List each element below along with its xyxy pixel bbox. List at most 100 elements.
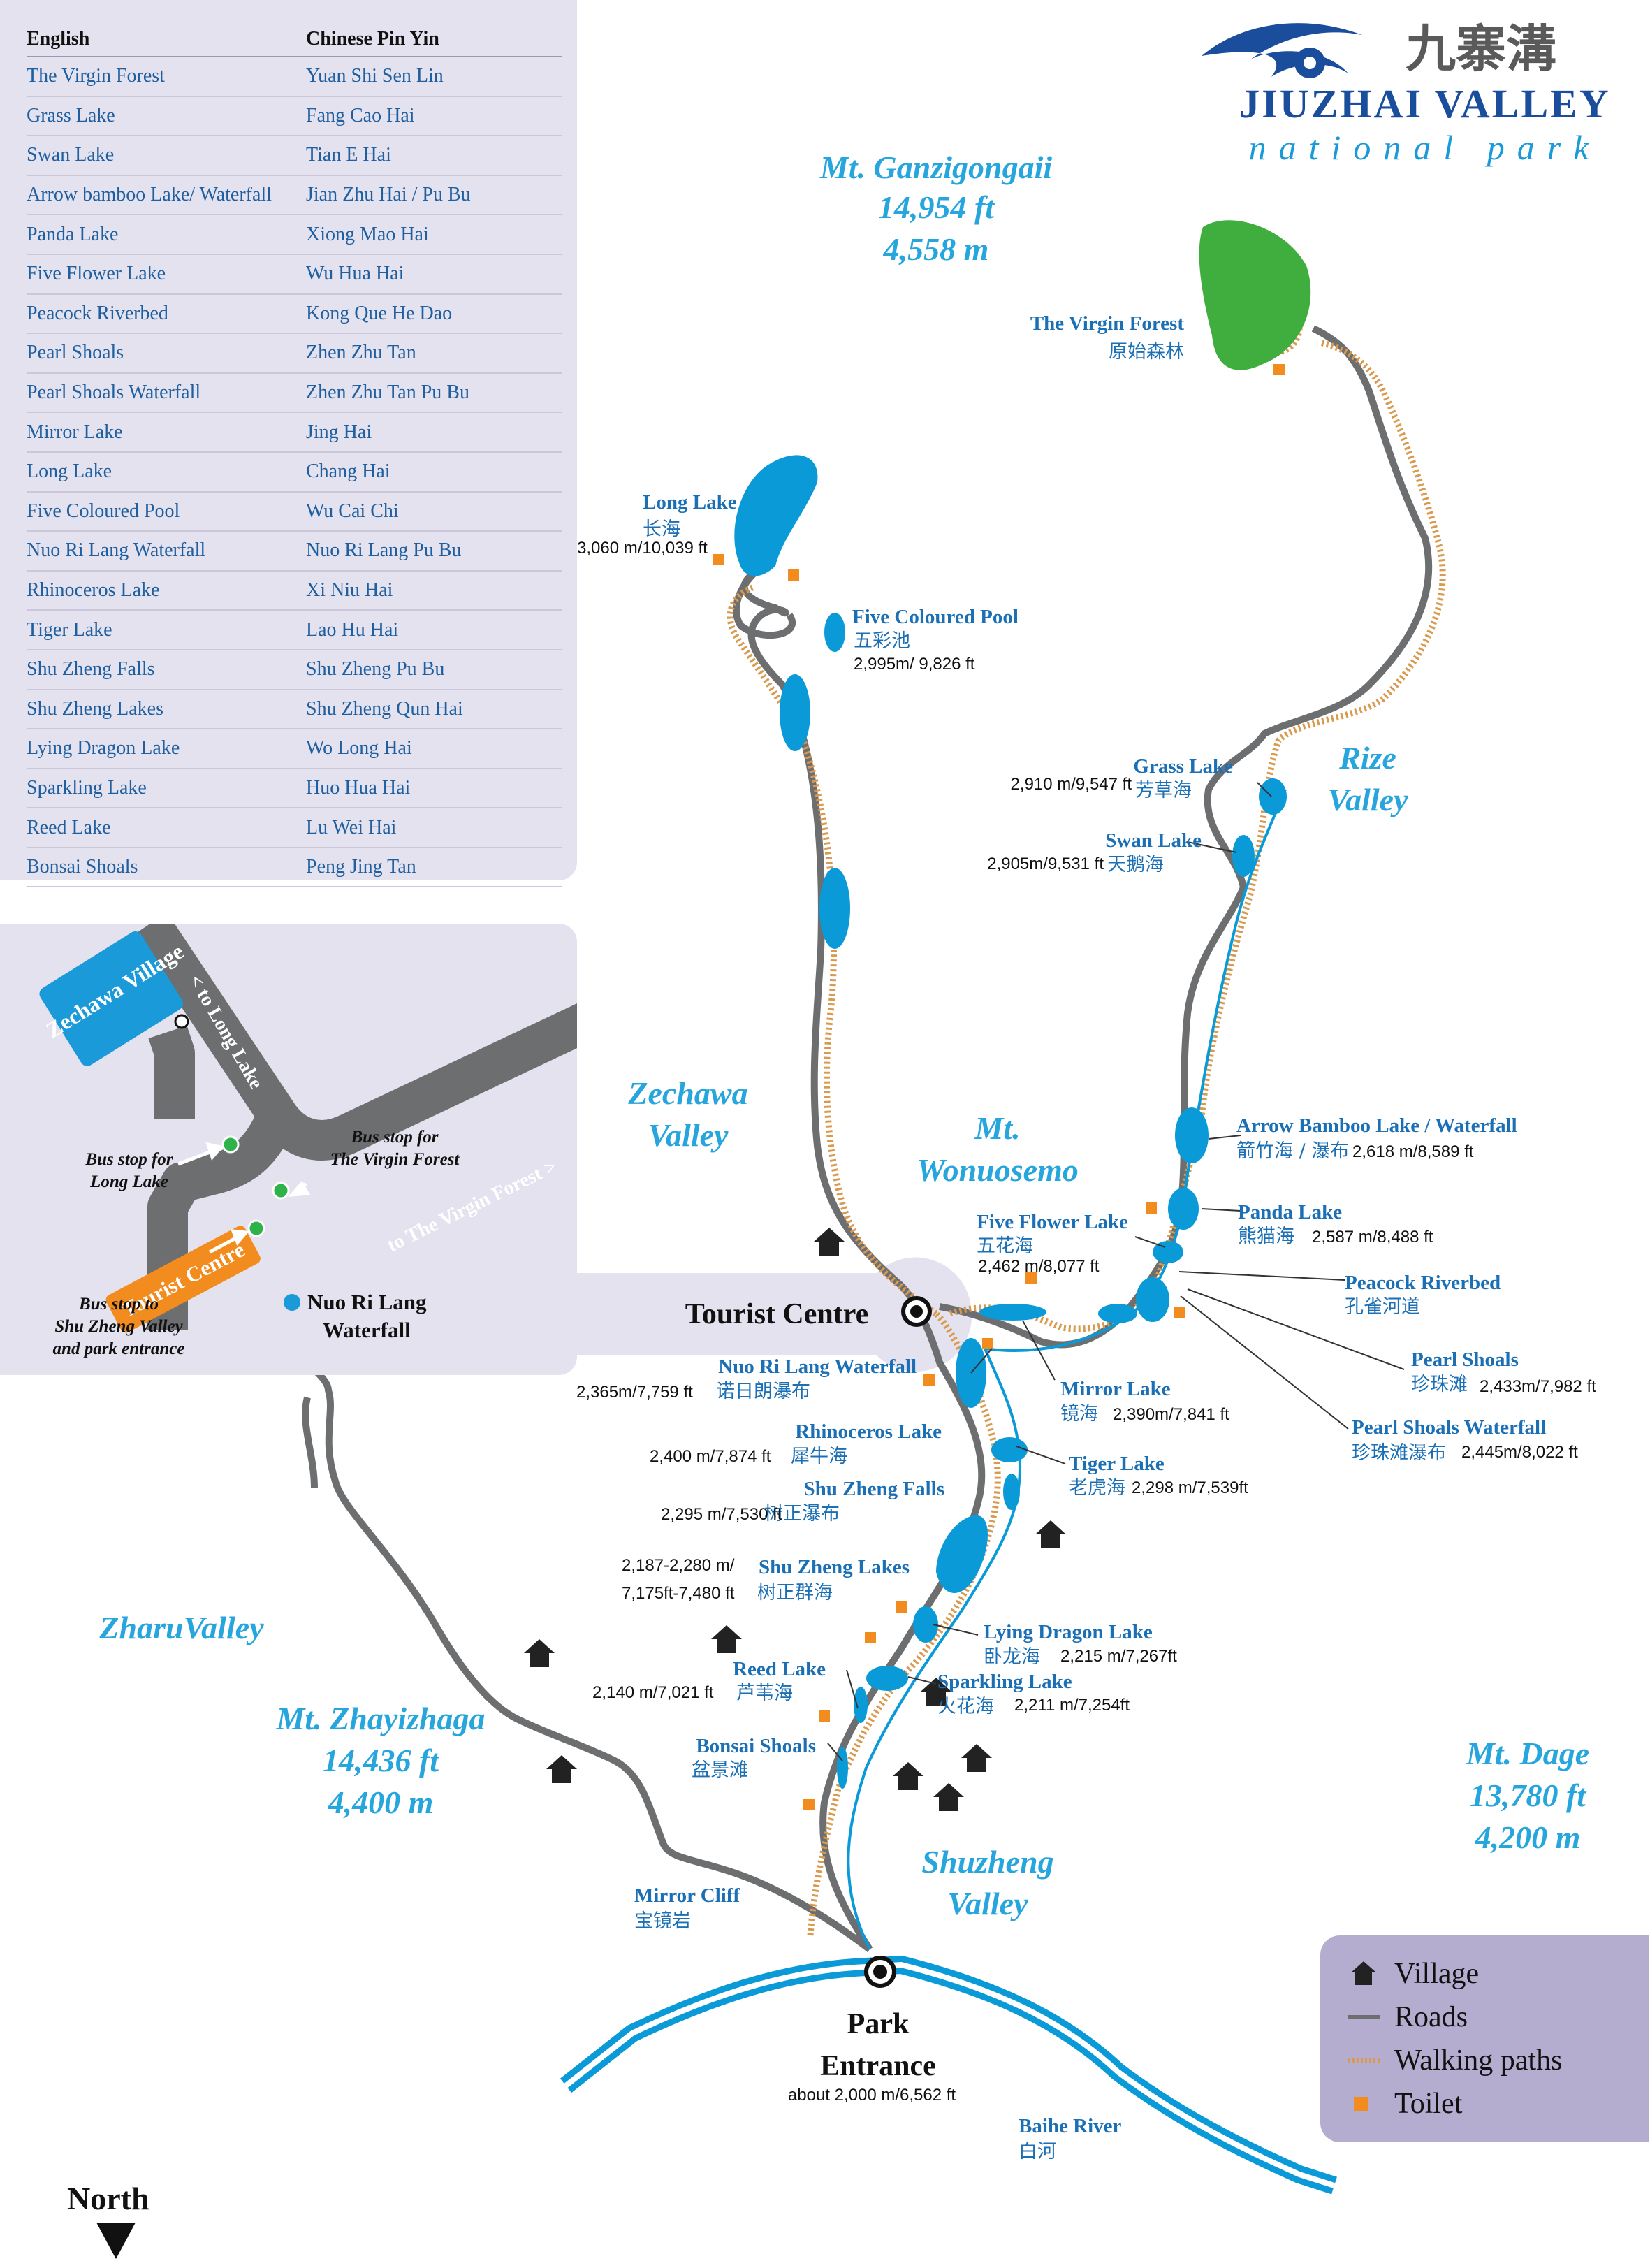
inset-bus-stop-shuzheng bbox=[247, 1219, 265, 1237]
cell-pinyin: Yuan Shi Sen Lin bbox=[306, 65, 444, 87]
alt-mirror-lake: 2,390m/7,841 ft bbox=[1113, 1405, 1229, 1424]
inset-bus-virgin-1: Bus stop for bbox=[350, 1128, 438, 1147]
zh-shuzheng-lakes: 树正群海 bbox=[757, 1582, 833, 1604]
cell-pinyin: Fang Cao Hai bbox=[306, 104, 415, 126]
inset-bus-shuzheng-3: and park entrance bbox=[53, 1339, 185, 1358]
legend-village-label: Village bbox=[1394, 1958, 1480, 1990]
alt-shuzheng-lakes-2: 7,175ft-7,480 ft bbox=[622, 1584, 735, 1603]
label-arrow-bamboo: Arrow Bamboo Lake / Waterfall bbox=[1236, 1114, 1517, 1137]
cell-pinyin: Xi Niu Hai bbox=[306, 579, 393, 602]
cell-english: Long Lake bbox=[27, 460, 112, 483]
north-arrow-icon bbox=[96, 2223, 136, 2259]
cell-english: Shu Zheng Falls bbox=[27, 658, 155, 681]
region-dage: Mt. Dage bbox=[1466, 1736, 1589, 1771]
zh-pearl-falls: 珍珠滩瀑布 bbox=[1352, 1442, 1446, 1464]
table-row: The Virgin Forest Yuan Shi Sen Lin bbox=[27, 57, 562, 97]
cell-pinyin: Wo Long Hai bbox=[306, 737, 412, 759]
baihe-river bbox=[560, 1955, 1337, 2195]
alt-lying-dragon: 2,215 m/7,267ft bbox=[1060, 1647, 1177, 1666]
cell-pinyin: Zhen Zhu Tan bbox=[306, 342, 416, 364]
cell-pinyin: Xiong Mao Hai bbox=[306, 223, 429, 245]
zh-grass-lake: 芳草海 bbox=[1135, 780, 1192, 801]
toilet-icon bbox=[1354, 2097, 1368, 2111]
alt-rhinoceros: 2,400 m/7,874 ft bbox=[650, 1447, 771, 1466]
inset-bus-stop-virgin-forest bbox=[272, 1182, 290, 1200]
legend: Village Roads Walking paths Toilet bbox=[1320, 1935, 1649, 2142]
region-shuzheng-1: Shuzheng bbox=[921, 1844, 1053, 1880]
lakes bbox=[734, 455, 1287, 1789]
zh-mirror-cliff: 宝镜岩 bbox=[634, 1910, 691, 1932]
cell-pinyin: Tian E Hai bbox=[306, 144, 391, 166]
legend-roads-label: Roads bbox=[1394, 2001, 1468, 2033]
alt-swan-lake: 2,905m/9,531 ft bbox=[987, 855, 1104, 873]
alt-reed: 2,140 m/7,021 ft bbox=[592, 1683, 714, 1702]
path-icon bbox=[1348, 2058, 1380, 2063]
label-peacock: Peacock Riverbed bbox=[1345, 1272, 1501, 1294]
cell-pinyin: Huo Hua Hai bbox=[306, 776, 411, 799]
region-zechawa-2: Valley bbox=[648, 1117, 729, 1153]
zh-pearl-shoals: 珍珠滩 bbox=[1411, 1374, 1468, 1395]
inset-bus-shuzheng-2: Shu Zheng Valley bbox=[54, 1317, 183, 1336]
zh-five-coloured: 五彩池 bbox=[854, 630, 910, 652]
inset-nuorilang-2: Waterfall bbox=[323, 1318, 411, 1342]
label-lying-dragon: Lying Dragon Lake bbox=[984, 1621, 1153, 1643]
label-panda-lake: Panda Lake bbox=[1238, 1201, 1342, 1223]
label-baihe: Baihe River bbox=[1019, 2115, 1122, 2137]
table-row: Pearl Shoals Zhen Zhu Tan bbox=[27, 334, 562, 374]
inset-nuorilang-1: Nuo Ri Lang bbox=[307, 1290, 427, 1314]
inset-tourist-centre-box bbox=[105, 1226, 261, 1333]
cell-pinyin: Nuo Ri Lang Pu Bu bbox=[306, 539, 462, 562]
inset-village-marker bbox=[174, 1014, 189, 1029]
region-shuzheng-2: Valley bbox=[948, 1886, 1029, 1921]
label-park-entrance-1: Park bbox=[847, 2008, 910, 2040]
cell-pinyin: Lu Wei Hai bbox=[306, 816, 397, 838]
region-rize-2: Valley bbox=[1328, 782, 1409, 817]
label-nuorilang: Nuo Ri Lang Waterfall bbox=[718, 1355, 917, 1378]
logo-chinese: 九寨溝 bbox=[1406, 19, 1556, 78]
cell-pinyin: Peng Jing Tan bbox=[306, 856, 416, 878]
zh-panda-lake: 熊猫海 bbox=[1238, 1226, 1294, 1247]
north-indicator: North bbox=[67, 2180, 172, 2265]
cell-english: Pearl Shoals bbox=[27, 342, 124, 364]
region-dage-m: 4,200 m bbox=[1475, 1819, 1581, 1855]
alt-long-lake: 3,060 m/10,039 ft bbox=[577, 539, 708, 558]
legend-village: Village bbox=[1348, 1952, 1649, 1996]
alt-grass-lake: 2,910 m/9,547 ft bbox=[1011, 775, 1132, 794]
alt-five-coloured: 2,995m/ 9,826 ft bbox=[854, 655, 975, 674]
legend-toilet: Toilet bbox=[1348, 2082, 1649, 2125]
label-five-flower: Five Flower Lake bbox=[977, 1211, 1128, 1233]
cell-english: The Virgin Forest bbox=[27, 65, 165, 87]
logo-subtitle: national park bbox=[1249, 128, 1602, 167]
cell-pinyin: Wu Hua Hai bbox=[306, 263, 404, 285]
label-shuzheng-lakes: Shu Zheng Lakes bbox=[759, 1556, 910, 1578]
label-mirror-lake: Mirror Lake bbox=[1060, 1378, 1171, 1400]
zh-bonsai: 盆景滩 bbox=[692, 1759, 748, 1781]
inset-bus-long-lake-2: Long Lake bbox=[89, 1172, 168, 1191]
cell-pinyin: Zhen Zhu Tan Pu Bu bbox=[306, 381, 469, 404]
label-park-entrance-2: Entrance bbox=[820, 2050, 936, 2082]
inset-bus-long-lake-1: Bus stop for bbox=[85, 1150, 173, 1169]
zh-tiger: 老虎海 bbox=[1069, 1477, 1125, 1499]
zh-shuzheng-falls: 树正瀑布 bbox=[764, 1503, 840, 1525]
region-rize-1: Rize bbox=[1338, 740, 1396, 776]
zh-long-lake: 长海 bbox=[643, 518, 680, 540]
alt-shuzheng-lakes-1: 2,187-2,280 m/ bbox=[622, 1556, 735, 1575]
cell-english: Nuo Ri Lang Waterfall bbox=[27, 539, 206, 562]
alt-park-entrance: about 2,000 m/6,562 ft bbox=[788, 2086, 956, 2105]
road-icon bbox=[1348, 2015, 1380, 2019]
label-mirror-cliff: Mirror Cliff bbox=[634, 1884, 740, 1907]
table-row: Nuo Ri Lang Waterfall Nuo Ri Lang Pu Bu bbox=[27, 532, 562, 572]
logo-title: JIUZHAI VALLEY bbox=[1239, 81, 1610, 126]
tourist-centre-marker bbox=[901, 1296, 932, 1327]
alt-tiger: 2,298 m/7,539ft bbox=[1132, 1478, 1248, 1497]
label-swan-lake: Swan Lake bbox=[1105, 829, 1202, 852]
